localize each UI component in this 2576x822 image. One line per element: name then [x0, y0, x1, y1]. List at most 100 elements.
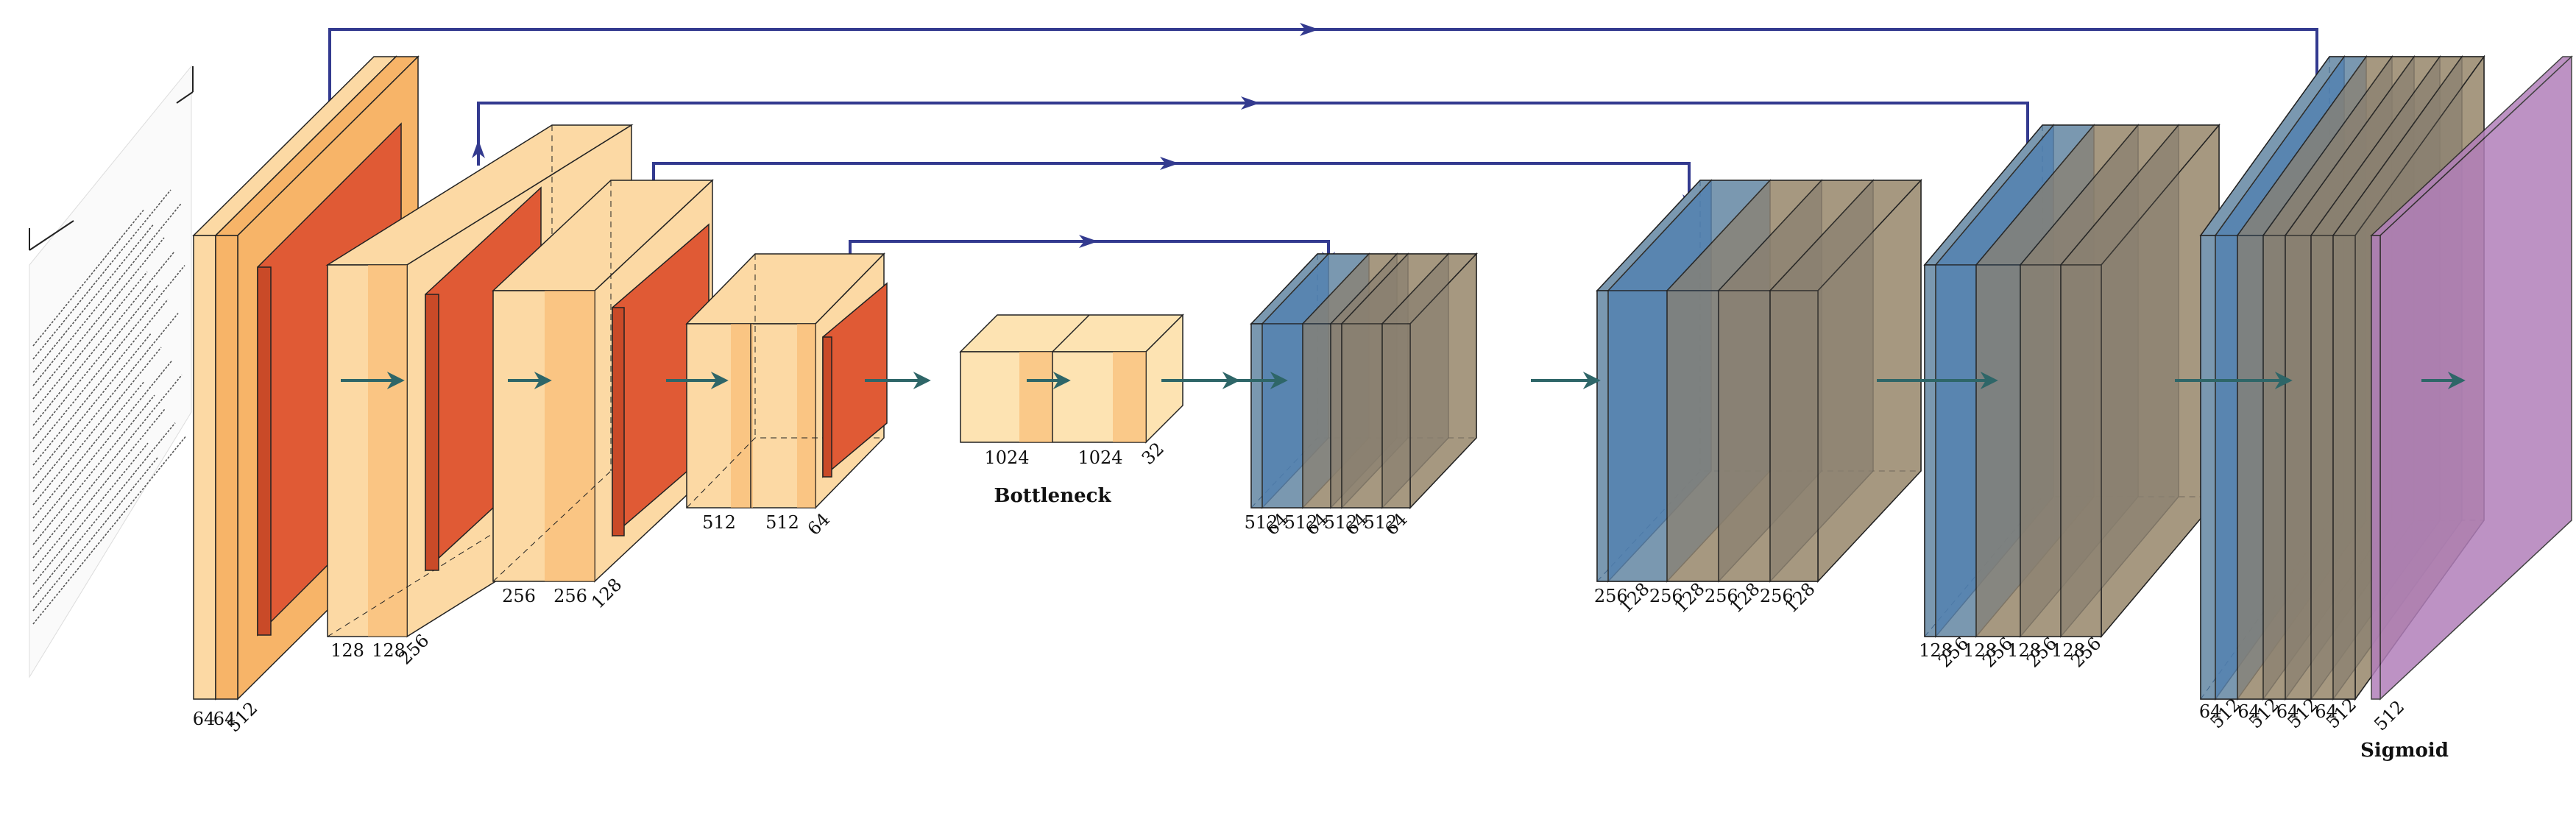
- decoder-block-1-slab-1-front: [1250, 323, 1263, 509]
- document-text-line: [32, 375, 183, 559]
- decoder-block-1: [1250, 252, 1478, 509]
- decoder-block-4-label-7: 64: [2315, 701, 2338, 722]
- skip-2-mid-arrowhead: [1241, 96, 1260, 110]
- decoder-block-2-label-5: 256: [1705, 586, 1738, 606]
- skip-1-mid-arrowhead: [1300, 23, 1319, 36]
- skip-3-mid-arrowhead: [1160, 157, 1179, 170]
- decoder-block-2-label-6: 128: [1725, 578, 1763, 617]
- enc1-conv-b-front: [215, 235, 238, 700]
- document-text-line: [32, 223, 155, 373]
- decoder-block-2-label-4: 128: [1670, 578, 1708, 617]
- decoder-block-4-slab-6-front: [2310, 235, 2334, 700]
- decoder-block-4-slab-2-front: [2215, 235, 2238, 700]
- bottleneck-stripe-a: [1019, 352, 1052, 442]
- enc2-hidden-hidden-bottom: [327, 496, 631, 637]
- decoder-block-3: [1923, 123, 2221, 639]
- document-text-line: [32, 442, 149, 585]
- decoder-block-4-slab-1-front: [2200, 235, 2216, 700]
- bottleneck-label-3: 32: [1138, 439, 1168, 469]
- decoder-block-4-slab-5-front: [2285, 235, 2312, 700]
- document-text-line: [32, 237, 165, 400]
- enc1-label-2: 64: [213, 709, 236, 729]
- skip-3-line: [652, 162, 1691, 235]
- enc4-conv-stripe-b: [797, 324, 815, 508]
- network-blocks: [192, 54, 2573, 701]
- enc1-label-3: 512: [223, 698, 261, 736]
- decoder-block-3-label-5: 128: [2007, 640, 2041, 661]
- encoder-block-4: [685, 252, 888, 509]
- decoder-block-2-slab-5: [1769, 179, 1922, 583]
- enc1-pool-edge: [257, 266, 272, 636]
- bottleneck-stripe-b: [1113, 352, 1146, 442]
- output-plate: [2370, 55, 2573, 701]
- enc3-conv-stripe: [545, 291, 595, 581]
- document-text-line: [32, 251, 175, 426]
- enc4-label-3: 64: [804, 509, 834, 539]
- output-plate-front: [2371, 235, 2381, 700]
- decoder-block-3-slab-5: [2059, 123, 2221, 639]
- skip-4: [843, 235, 1335, 283]
- input-document-icon: [29, 65, 194, 678]
- enc4-hidden-hidden-bottom: [686, 437, 884, 509]
- decoder-block-4-label-1: 64: [2199, 701, 2222, 722]
- document-text-line: [32, 394, 155, 545]
- document-text-line: [32, 299, 169, 466]
- decoder-block-2-slab-3-front: [1666, 290, 1719, 582]
- decoder-block-1-slab-2-front: [1262, 323, 1303, 509]
- document-text-line: [32, 265, 185, 453]
- enc4-pool-edge: [822, 336, 832, 478]
- skip-4-mid-arrowhead: [1079, 235, 1098, 248]
- bottleneck-caption: Bottleneck: [994, 485, 1111, 507]
- enc3-label-2: 256: [553, 586, 587, 606]
- decoder-block-2-label-3: 256: [1649, 586, 1683, 606]
- bottleneck-block: [959, 313, 1184, 444]
- decoder-block-2-slab-1-front: [1596, 290, 1609, 582]
- enc3-pool-edge: [612, 307, 625, 536]
- document-text-line: [32, 408, 166, 572]
- decoder-block-2-label-7: 256: [1760, 586, 1794, 606]
- bottleneck-divider-top: [1052, 314, 1090, 352]
- decoder-block-3-label-7: 128: [2051, 640, 2085, 661]
- decoder-block-3-slab-1-front: [1924, 264, 1936, 637]
- sigmoid-caption: Sigmoid: [2360, 740, 2449, 762]
- enc2-pool-edge: [425, 294, 439, 571]
- decoder-block-4-slab-4-front: [2262, 235, 2286, 700]
- bottleneck-label-2: 1024: [1078, 447, 1122, 468]
- decoder-block-4-slab-7-front: [2332, 235, 2356, 700]
- enc2-label-1: 128: [330, 640, 364, 661]
- bottleneck-label-1: 1024: [984, 447, 1029, 468]
- document-text-line: [32, 313, 179, 492]
- encoder-block-3: [492, 179, 714, 583]
- decoder-block-3-slab-5-front: [2060, 264, 2102, 637]
- decoder-block-1-label-3: 512: [1284, 512, 1318, 533]
- decoder-block-2: [1596, 179, 1922, 583]
- decoder-block-4-label-5: 64: [2276, 701, 2299, 722]
- decoder-block-1-slab-6-front: [1381, 323, 1411, 509]
- decoder-block-1-label-5: 512: [1324, 512, 1358, 533]
- decoder-block-3-label-3: 128: [1963, 640, 1997, 661]
- enc2-conv-stripe: [368, 265, 407, 637]
- skip-2-up-arrowhead: [472, 140, 485, 158]
- document-text-line: [32, 347, 162, 506]
- decoder-block-3-label-1: 128: [1919, 640, 1953, 661]
- document-text-line: [32, 203, 182, 386]
- decoder-block-2-label-2: 128: [1615, 578, 1653, 617]
- enc1-label-1: 64: [193, 709, 216, 729]
- decoder-block-1-slab-4-front: [1330, 323, 1342, 509]
- decoder-block-2-label-8: 128: [1780, 578, 1819, 617]
- decoder-block-2-slab-5-front: [1769, 290, 1819, 582]
- document-text-line: [32, 422, 176, 598]
- enc4-hidden: [686, 254, 884, 509]
- document-text-line: [32, 189, 171, 360]
- decoder-block-1-label-7: 512: [1364, 512, 1398, 533]
- enc2-label-2: 128: [372, 640, 406, 661]
- decoder-block-2-slab-4-front: [1718, 290, 1771, 582]
- skip-4-line: [849, 240, 1330, 283]
- document-text-line: [32, 271, 148, 413]
- decoder-block-3-slab-2-front: [1935, 264, 1977, 637]
- decoder-block-3-slab-4-front: [2020, 264, 2062, 637]
- skip-3: [647, 157, 1696, 235]
- bottleneck-box: [959, 313, 1184, 444]
